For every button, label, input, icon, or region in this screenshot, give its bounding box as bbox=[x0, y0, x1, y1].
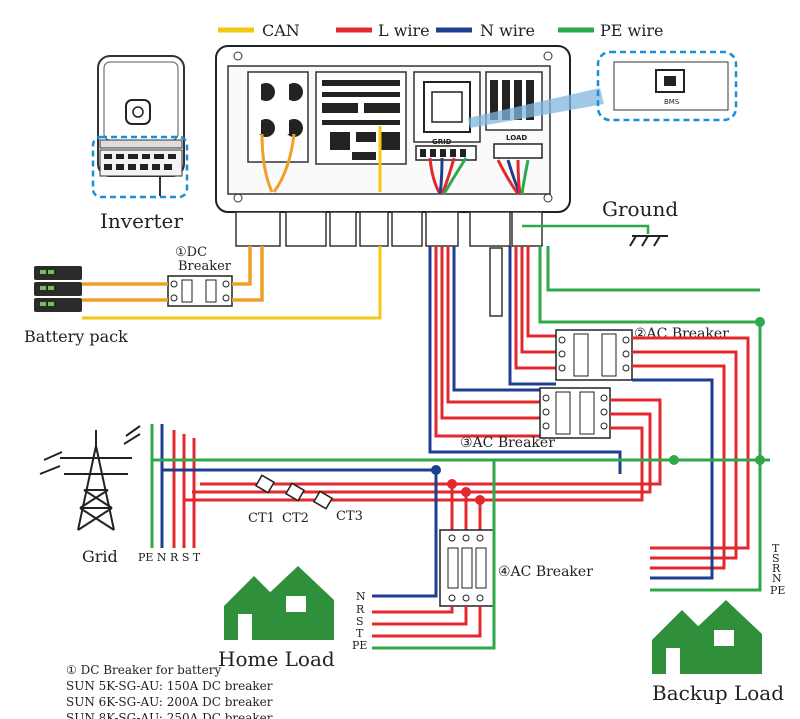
grid-phase-labels: PE N R S T bbox=[138, 551, 201, 564]
inverter-thumbnail: Inverter bbox=[91, 55, 189, 233]
footnote: ① DC Breaker for battery SUN 5K-SG-AU: 1… bbox=[66, 663, 273, 719]
legend-pe-wire-label: PE wire bbox=[600, 21, 663, 40]
legend-n-wire-label: N wire bbox=[480, 21, 535, 40]
footnote-line: SUN 8K-SG-AU: 250A DC breaker bbox=[66, 711, 273, 719]
footnote-line: SUN 5K-SG-AU: 150A DC breaker bbox=[66, 679, 273, 693]
legend-l-wire-label: L wire bbox=[378, 21, 430, 40]
ct1-sensor-icon bbox=[254, 474, 276, 494]
ct3-sensor-icon bbox=[312, 490, 334, 510]
ac-breaker-2-label: ②AC Breaker bbox=[634, 326, 729, 342]
legend-can-label: CAN bbox=[262, 21, 300, 40]
ac-breaker-4-label: ④AC Breaker bbox=[498, 564, 593, 580]
backup-phase-t: T bbox=[772, 542, 780, 555]
backup-phase-labels: T S R N PE bbox=[770, 542, 785, 597]
home-load-wiring bbox=[372, 460, 496, 650]
wifi-antenna bbox=[489, 247, 503, 317]
footnote-title: ① DC Breaker for battery bbox=[66, 663, 221, 677]
dc-breaker-label-2: Breaker bbox=[178, 259, 232, 274]
home-phase-labels: N R S T PE bbox=[352, 590, 367, 652]
inverter-highlight-box bbox=[91, 135, 189, 199]
backup-load-label: Backup Load bbox=[652, 681, 784, 705]
breaker3-to-grid bbox=[184, 398, 662, 502]
backup-phase-s: S bbox=[772, 552, 780, 565]
can-cable bbox=[82, 246, 382, 320]
battery-pack: Battery pack bbox=[24, 266, 128, 346]
home-load-label: Home Load bbox=[218, 647, 335, 671]
dc-breaker: ①DC Breaker bbox=[167, 245, 233, 307]
backup-load-house-icon bbox=[652, 600, 762, 674]
bms-label: BMS bbox=[664, 98, 680, 106]
home-phase-r: R bbox=[356, 603, 365, 616]
ground-label: Ground bbox=[602, 197, 678, 221]
ct2-sensor-icon bbox=[284, 482, 306, 502]
grid-junctions bbox=[431, 317, 765, 475]
grid-side-wiring bbox=[428, 246, 762, 474]
load-terminal-label: LOAD bbox=[506, 134, 527, 142]
inverter-panel: GRID LOAD bbox=[215, 45, 571, 317]
inverter-label: Inverter bbox=[100, 209, 183, 233]
ac-breaker-4: ④AC Breaker bbox=[439, 529, 593, 607]
dc-cables bbox=[82, 246, 264, 302]
ac-breaker-3-label: ③AC Breaker bbox=[460, 435, 555, 451]
backup-load-wiring bbox=[632, 336, 762, 592]
footnote-line: SUN 6K-SG-AU: 200A DC breaker bbox=[66, 695, 273, 709]
backup-phase-n: N bbox=[772, 572, 782, 585]
home-load-house-icon bbox=[224, 566, 334, 640]
home-phase-pe: PE bbox=[352, 639, 367, 652]
ct3-label: CT3 bbox=[336, 509, 363, 524]
home-phase-t: T bbox=[356, 627, 364, 640]
ct2-label: CT2 bbox=[282, 511, 309, 526]
home-phase-s: S bbox=[356, 615, 364, 628]
legend: CAN L wire N wire PE wire bbox=[218, 21, 663, 40]
inverter-logo-icon bbox=[125, 99, 151, 125]
ct1-label: CT1 bbox=[248, 511, 275, 526]
home-phase-n: N bbox=[356, 590, 366, 603]
grid-label: Grid bbox=[82, 547, 118, 566]
battery-pack-label: Battery pack bbox=[24, 327, 128, 346]
backup-phase-pe: PE bbox=[770, 584, 785, 597]
grid-terminal-label: GRID bbox=[432, 138, 452, 146]
cable-glands bbox=[235, 211, 543, 247]
dc-breaker-label-1: ①DC bbox=[175, 245, 207, 260]
ground-symbol: Ground bbox=[522, 197, 678, 247]
bms-port-callout: BMS bbox=[468, 50, 738, 128]
inner-wires bbox=[260, 126, 530, 195]
backup-phase-r: R bbox=[772, 562, 781, 575]
breaker4-junctions bbox=[447, 479, 485, 505]
grid-incoming-wires bbox=[150, 424, 770, 598]
ct-sensors: CT1 CT2 CT3 bbox=[248, 474, 363, 526]
grid-tower-icon bbox=[39, 425, 141, 531]
